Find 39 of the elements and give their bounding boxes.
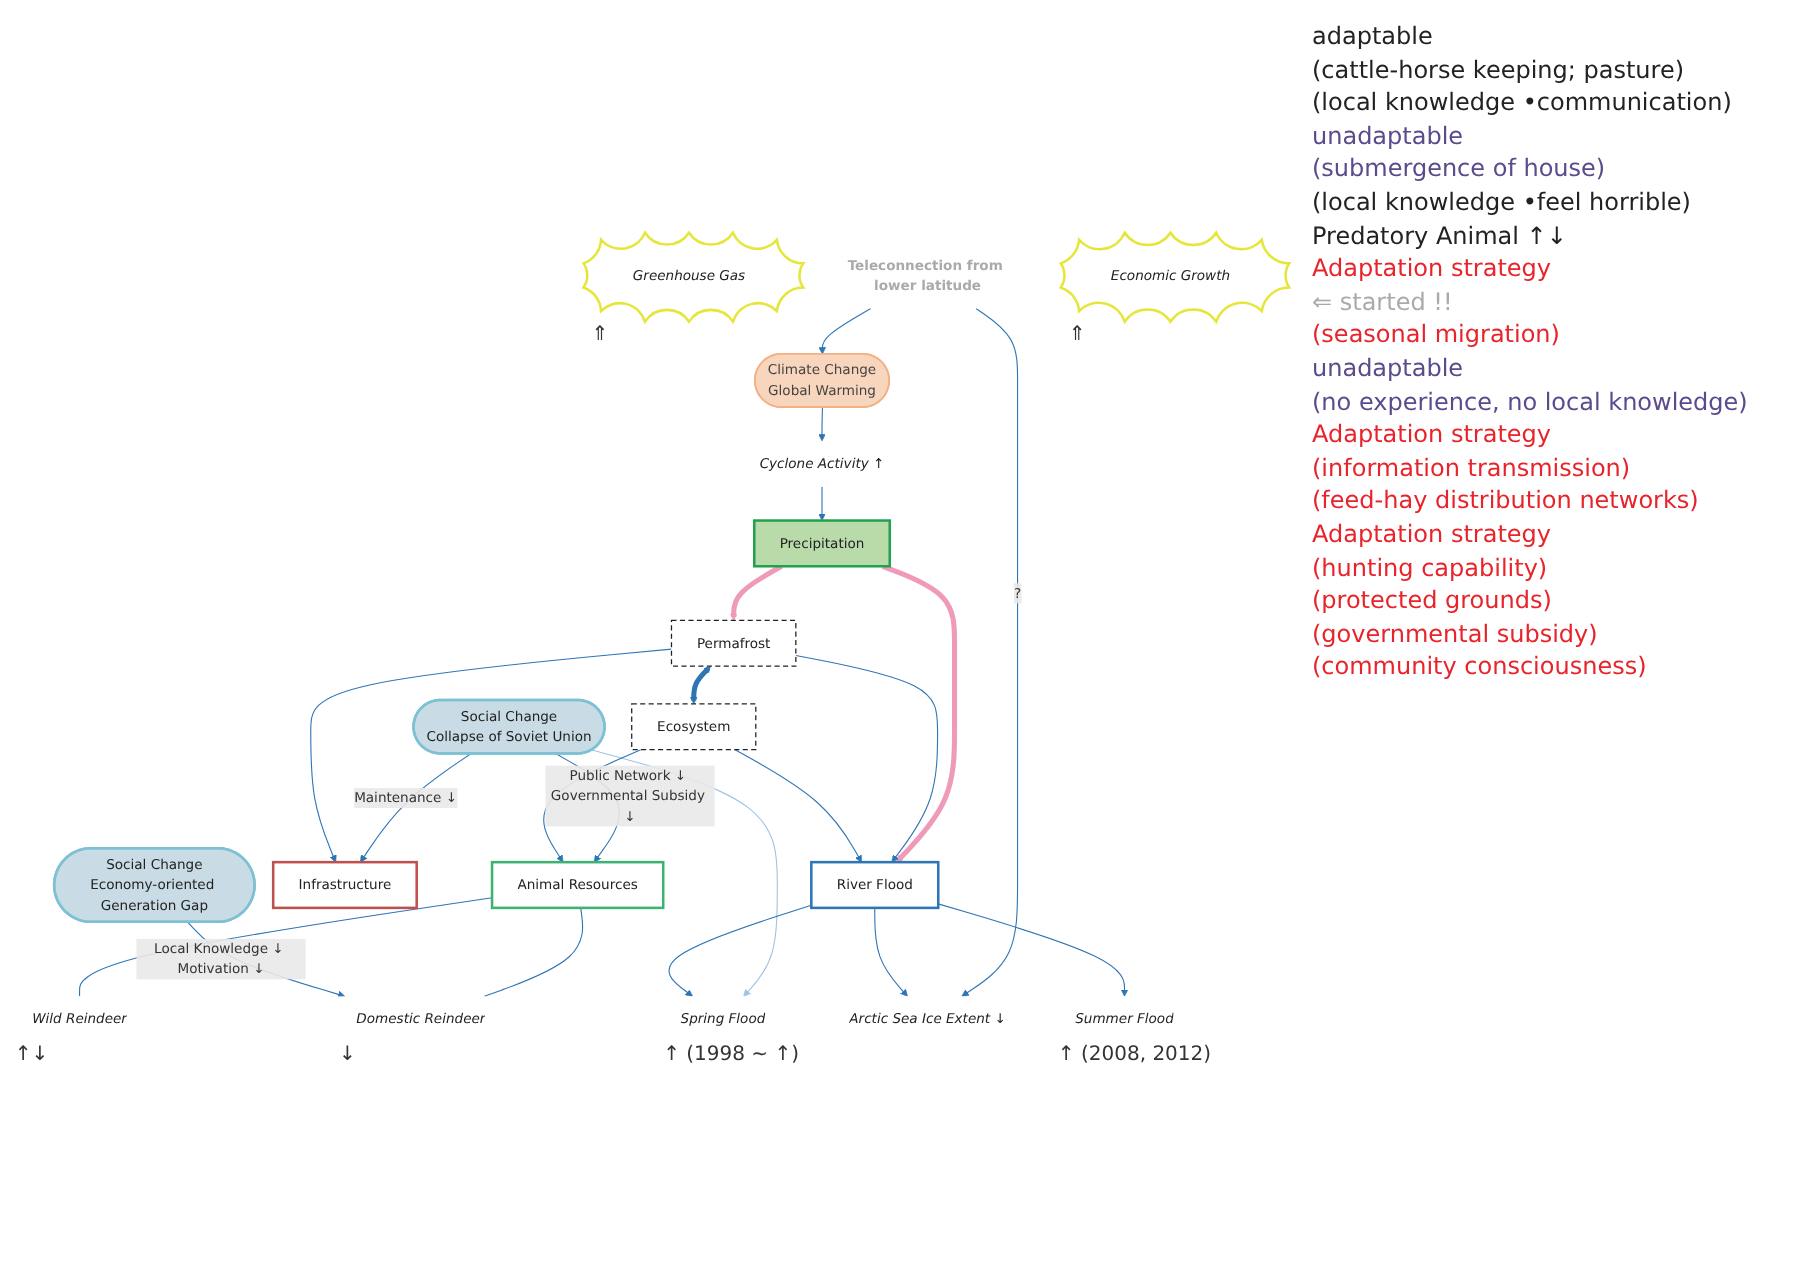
trend-text: ⇑ <box>591 323 609 348</box>
note-text: (local knowledge •communication) <box>1312 88 1734 120</box>
note-text: unadaptable <box>1312 121 1466 153</box>
note-text: (community consciousness) <box>1312 652 1649 684</box>
trend-text: ↑↓ <box>14 1043 49 1068</box>
note-text: (governmental subsidy) <box>1312 619 1600 651</box>
arrow <box>729 563 783 621</box>
arrow <box>690 665 711 704</box>
note-text: (cattle-horse keeping; pasture) <box>1312 55 1687 87</box>
arrow <box>818 307 872 355</box>
note-text: (feed-hay distribution networks) <box>1312 486 1701 518</box>
arrow <box>795 654 939 863</box>
note-text: ⇐ started !! <box>1312 287 1455 319</box>
note-text: unadaptable <box>1312 353 1466 386</box>
arrow <box>961 307 1019 997</box>
trend-text: ↑ (2008, 2012) <box>1057 1043 1212 1068</box>
note-text: (submergence of house) <box>1312 154 1608 186</box>
note-text: Adaptation strategy <box>1312 420 1553 452</box>
arrow <box>874 906 908 997</box>
note-text: (local knowledge •feel horrible) <box>1312 187 1693 220</box>
trend-text: ↓ <box>338 1043 356 1068</box>
note-text: (no experience, no local knowledge) <box>1312 387 1750 419</box>
arrow <box>734 748 862 863</box>
note-text: (hunting capability) <box>1312 553 1550 585</box>
note-text: Predatory Animal ↑↓ <box>1312 221 1569 253</box>
note-text: adaptable <box>1312 22 1435 54</box>
arrow <box>937 902 1129 997</box>
arrow <box>668 904 812 997</box>
arrow <box>881 563 958 863</box>
note-text: (protected grounds) <box>1312 586 1554 618</box>
trend-text: ⇑ <box>1068 323 1086 348</box>
note-text: (information transmission) <box>1312 453 1633 485</box>
arrow <box>818 406 826 441</box>
note-text: Adaptation strategy <box>1312 254 1553 286</box>
connector <box>483 906 584 997</box>
trend-text: ↑ (1998 ~ ↑) <box>663 1043 799 1068</box>
note-text: Adaptation strategy <box>1312 519 1553 551</box>
arrow <box>818 485 826 521</box>
note-text: (seasonal migration) <box>1312 320 1562 352</box>
